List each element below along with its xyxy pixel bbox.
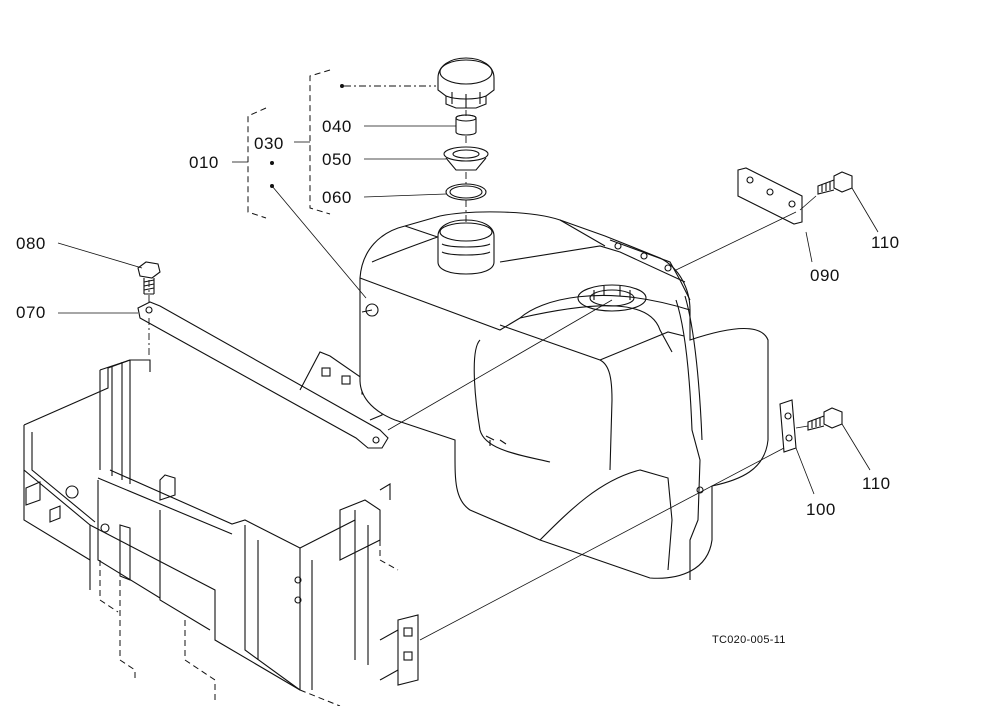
label-090: 090 [810,266,840,285]
strap-070 [137,301,389,449]
frame-bracket [23,359,419,706]
label-010: 010 [189,153,219,172]
label-050: 050 [322,150,352,169]
leader-lines [57,69,879,641]
label-040: 040 [322,117,352,136]
bracket-090 [737,167,803,225]
label-110-top: 110 [871,233,900,252]
label-070: 070 [16,303,46,322]
bolt-110-top [817,171,853,195]
cap-assembly [437,57,495,222]
bolt-080 [137,261,161,295]
label-080: 080 [16,234,46,253]
label-030: 030 [254,134,284,153]
drawing-code: TC020-005-11 [712,634,786,646]
label-100: 100 [806,500,836,519]
bolt-110-bottom [807,407,843,431]
label-060: 060 [322,188,352,207]
label-110-bottom: 110 [862,474,891,493]
bracket-100 [779,399,797,453]
fuel-tank [359,211,769,580]
